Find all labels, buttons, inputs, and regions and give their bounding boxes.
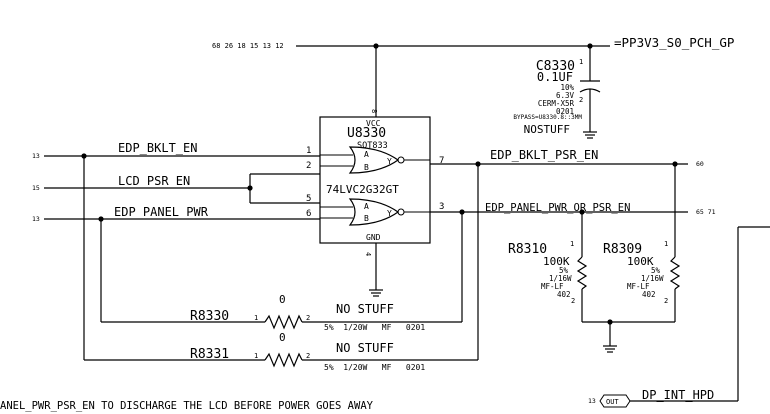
pin-number: 2 [306,161,311,171]
resistor-pin: 2 [306,314,310,322]
net-page-ref: 15 [32,184,40,192]
net-page-ref: 65 71 [696,208,716,216]
net-page-ref: 60 [696,160,704,168]
input-nets: 13 EDP_BKLT_EN 15 LCD_PSR_EN 13 EDP_PANE… [32,141,320,223]
pin-number: 3 [439,202,444,212]
resistor-power: 1/16W [549,274,572,283]
or-gate-1 [348,146,400,174]
ic-gnd-pin: 4 [364,252,372,256]
pin-number: 1 [306,146,311,156]
ic-vcc-pin: 8 [370,109,378,113]
net-label-lcd-psr-en: LCD_PSR_EN [118,174,190,188]
resistor-pin: 1 [254,352,258,360]
resistor-value: 100K [627,255,654,268]
net-page-ref: 13 [32,215,40,223]
pin-number: 5 [306,194,311,204]
footnote-text: ANEL_PWR_PSR_EN TO DISCHARGE THE LCD BEF… [0,400,374,412]
net-page-ref: 13 [32,152,40,160]
dp-int-hpd-net: OUT 13 DP_INT_HPD [588,226,770,408]
resistor-value: 0 [279,331,286,344]
resistor-package: 402 [557,290,571,299]
capacitor-ref: C8330 [536,59,575,74]
resistor-type: MF-LF [627,282,650,291]
ic-gnd-label: GND [366,233,381,242]
resistor-pin: 1 [664,240,668,248]
capacitor-voltage: 6.3V [556,91,575,100]
net-label-edp-bklt-en: EDP_BKLT_EN [118,141,197,155]
resistor-specs: 5% 1/20W MF 0201 [324,363,425,372]
capacitor-tolerance: 10% [560,83,574,92]
resistor-package: 402 [642,290,656,299]
capacitor-bypass-note: BYPASS=U8330.8::3MM [513,114,582,121]
ic-ref: U8330 [347,126,386,141]
pulldown-r8310: R8310 1 100K 5% 1/16W MF-LF 402 2 [508,212,588,322]
gate2-input-a-label: A [364,202,369,211]
capacitor-c8330: C8330 1 2 0.1UF 10% 6.3V CERM-X5R 0201 B… [513,46,601,139]
capacitor-package: 0201 [556,107,574,116]
resistor-pin: 2 [571,297,575,305]
series-resistor-r8330: R8330 1 0 2 NO STUFF 5% 1/20W MF 0201 [100,212,463,332]
power-rail-label: =PP3V3_S0_PCH_GP [614,35,734,50]
resistor-type: MF-LF [541,282,564,291]
port-direction-label: OUT [606,398,619,406]
capacitor-pin2: 2 [579,96,583,104]
resistor-pin: 1 [254,314,258,322]
capacitor-pin1: 1 [579,58,583,66]
gate1-input-a-label: A [364,150,369,159]
gate2-output-label: Y [387,209,392,218]
gate1-input-b-label: B [364,163,369,172]
net-label-dp-int-hpd: DP_INT_HPD [642,388,714,402]
resistor-pin: 1 [570,240,574,248]
gate2-input-b-label: B [364,214,369,223]
resistor-stuff-flag: NO STUFF [336,302,394,316]
series-resistor-r8331: R8331 1 0 2 NO STUFF 5% 1/20W MF 0201 [83,156,479,372]
net-label-edp-panel-pwr: EDP_PANEL_PWR [114,205,209,219]
pulldown-ground [582,319,675,353]
resistor-ref: R8310 [508,242,547,257]
capacitor-dielectric: CERM-X5R [538,99,575,108]
pin-number: 7 [439,156,444,166]
output-nets: EDP_BKLT_PSR_EN 60 EDP_PANEL_PWR_OR_PSR_… [430,148,716,216]
net-page-ref: 13 [588,397,596,405]
power-rail: 68 26 18 15 13 12 =PP3V3_S0_PCH_GP [212,35,734,117]
resistor-power: 1/16W [641,274,664,283]
pulldown-r8309: R8309 1 100K 5% 1/16W MF-LF 402 2 [603,164,681,322]
capacitor-stuff-flag: NOSTUFF [524,123,570,136]
power-rail-page-refs: 68 26 18 15 13 12 [212,42,284,50]
ic-vcc-label: VCC [366,119,381,128]
net-label-edp-bklt-psr-en: EDP_BKLT_PSR_EN [490,148,598,162]
ic-part-number: 74LVC2G32GT [326,183,399,196]
capacitor-value: 0.1UF [537,70,573,84]
resistor-ref: R8331 [190,347,229,362]
resistor-stuff-flag: NO STUFF [336,341,394,355]
ic-package: SOT833 [357,141,388,151]
resistor-tolerance: 5% [651,266,661,275]
resistor-ref: R8309 [603,242,642,257]
resistor-ref: R8330 [190,309,229,324]
resistor-pin: 2 [664,297,668,305]
out-port-symbol [599,394,631,408]
resistor-value: 0 [279,293,286,306]
or-gate-2 [348,198,400,226]
gate1-output-label: Y [387,157,392,166]
pin-number: 6 [306,209,311,219]
ic-u8330: 8 VCC U8330 SOT833 74LVC2G32GT GND 4 A B… [306,109,444,297]
resistor-specs: 5% 1/20W MF 0201 [324,323,425,332]
resistor-value: 100K [543,255,570,268]
resistor-pin: 2 [306,352,310,360]
net-label-edp-panel-pwr-or-psr-en: EDP_PANEL_PWR_OR_PSR_EN [485,202,630,214]
resistor-tolerance: 5% [559,266,569,275]
